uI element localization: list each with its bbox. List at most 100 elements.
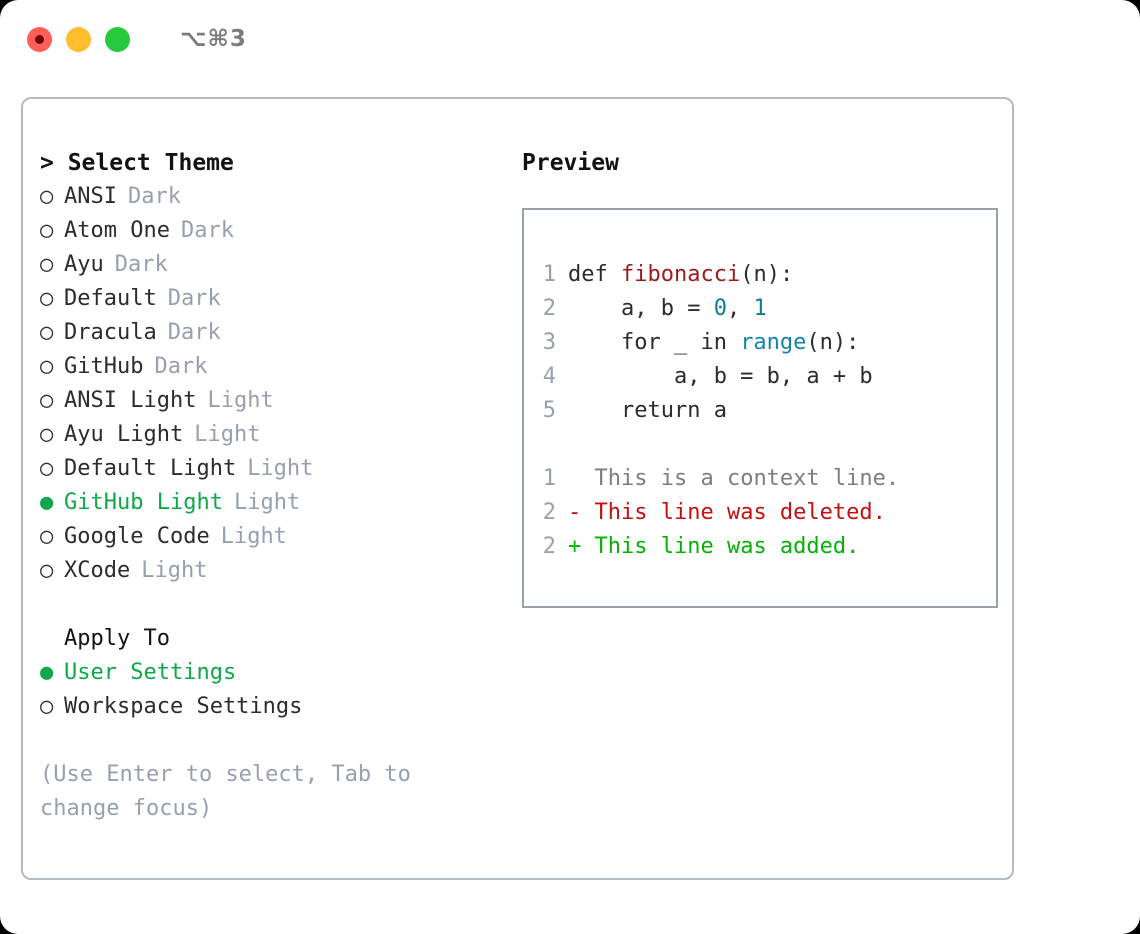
close-button[interactable] bbox=[27, 26, 52, 52]
theme-option-label: Dracula bbox=[64, 320, 157, 345]
theme-option-label: XCode bbox=[64, 558, 131, 583]
theme-option[interactable]: ● GitHub Light Light bbox=[40, 486, 502, 520]
radio-unselected-icon: ○ bbox=[40, 354, 54, 379]
diff-spacer bbox=[581, 500, 594, 525]
theme-option-label: ANSI bbox=[64, 184, 117, 209]
code-token: range bbox=[740, 330, 807, 355]
theme-option[interactable]: ○ Default Dark bbox=[40, 282, 502, 316]
diff-sample: 1 This is a context line.2- This line wa… bbox=[542, 462, 996, 564]
radio-unselected-icon: ○ bbox=[40, 558, 54, 583]
title-bar: ⌥⌘3 bbox=[0, 0, 1140, 78]
diff-text: This is a context line. bbox=[594, 466, 900, 491]
theme-variant-badge: Light bbox=[141, 558, 208, 583]
theme-option-label: ANSI Light bbox=[64, 388, 197, 413]
theme-option-label: Ayu Light bbox=[64, 422, 184, 447]
theme-option-label: Default Light bbox=[64, 456, 237, 481]
diff-spacer bbox=[581, 534, 594, 559]
theme-option-label: Ayu bbox=[64, 252, 104, 277]
diff-line: 2 + This line was added. bbox=[542, 530, 996, 564]
code-line: 3 for _ in range(n): bbox=[542, 326, 996, 360]
code-token: a, b = bbox=[568, 296, 714, 321]
radio-unselected-icon: ○ bbox=[40, 320, 54, 345]
line-number: 1 bbox=[542, 466, 556, 491]
theme-option[interactable]: ○ ANSI Light Light bbox=[40, 384, 502, 418]
code-line: 5 return a bbox=[542, 394, 996, 428]
line-number: 2 bbox=[542, 500, 556, 525]
diff-text: This line was deleted. bbox=[594, 500, 886, 525]
code-diff-spacer bbox=[542, 428, 996, 462]
code-token: def bbox=[568, 262, 621, 287]
code-token: for _ in bbox=[568, 330, 741, 355]
radio-unselected-icon: ○ bbox=[40, 524, 54, 549]
diff-line: 1 This is a context line. bbox=[542, 462, 996, 496]
theme-variant-badge: Light bbox=[233, 490, 301, 515]
line-number: 3 bbox=[542, 330, 556, 355]
theme-option[interactable]: ○ GitHub Dark bbox=[40, 350, 502, 384]
theme-option-label: GitHub bbox=[64, 354, 144, 379]
theme-variant-badge: Light bbox=[247, 456, 314, 481]
keyboard-shortcut-label: ⌥⌘3 bbox=[180, 26, 247, 52]
code-token: 1 bbox=[753, 296, 767, 321]
diff-spacer bbox=[581, 466, 594, 491]
line-number: 1 bbox=[542, 262, 556, 287]
theme-option[interactable]: ○ Default Light Light bbox=[40, 452, 502, 486]
radio-unselected-icon: ○ bbox=[40, 252, 54, 277]
line-number: 2 bbox=[542, 296, 556, 321]
theme-variant-badge: Light bbox=[194, 422, 261, 447]
preview-heading: Preview bbox=[522, 150, 619, 176]
maximize-button[interactable] bbox=[105, 26, 130, 52]
apply-to-list: ●User Settings○Workspace Settings bbox=[40, 656, 502, 724]
radio-unselected-icon: ○ bbox=[40, 456, 54, 481]
theme-variant-badge: Dark bbox=[154, 354, 208, 379]
code-token: , bbox=[726, 296, 754, 321]
radio-selected-icon: ● bbox=[40, 660, 54, 685]
diff-marker bbox=[568, 466, 581, 491]
code-token: 0 bbox=[713, 296, 727, 321]
apply-to-heading: Apply To bbox=[64, 626, 170, 651]
traffic-light-group bbox=[27, 26, 130, 52]
line-number: 5 bbox=[542, 398, 556, 423]
apply-to-option[interactable]: ○Workspace Settings bbox=[40, 690, 502, 724]
code-token: a, b = b, a + b bbox=[568, 364, 873, 389]
apply-to-option-label: Workspace Settings bbox=[64, 694, 303, 719]
apply-to-option[interactable]: ●User Settings bbox=[40, 656, 502, 690]
diff-marker: - bbox=[568, 500, 582, 525]
code-token: return a bbox=[568, 398, 727, 423]
theme-option-label: Google Code bbox=[64, 524, 210, 549]
diff-marker: + bbox=[568, 534, 582, 559]
theme-option[interactable]: ○ XCode Light bbox=[40, 554, 502, 588]
line-number: 2 bbox=[542, 534, 556, 559]
theme-option-label: GitHub Light bbox=[64, 490, 223, 515]
diff-text: This line was added. bbox=[594, 534, 860, 559]
select-theme-heading: > Select Theme bbox=[40, 150, 234, 176]
code-token: fibonacci bbox=[620, 262, 741, 287]
keyboard-hint-text: (Use Enter to select, Tab to change focu… bbox=[40, 762, 425, 821]
theme-variant-badge: Light bbox=[220, 524, 287, 549]
radio-unselected-icon: ○ bbox=[40, 286, 54, 311]
theme-option-label: Atom One bbox=[64, 218, 170, 243]
radio-selected-icon: ● bbox=[40, 490, 54, 515]
minimize-button[interactable] bbox=[66, 26, 91, 52]
code-line: 4 a, b = b, a + b bbox=[542, 360, 996, 394]
radio-unselected-icon: ○ bbox=[40, 218, 54, 243]
line-number: 4 bbox=[542, 364, 556, 389]
theme-variant-badge: Light bbox=[207, 388, 274, 413]
diff-line: 2- This line was deleted. bbox=[542, 496, 996, 530]
theme-option-label: Default bbox=[64, 286, 157, 311]
theme-variant-badge: Dark bbox=[127, 184, 181, 209]
theme-option[interactable]: ○ Google Code Light bbox=[40, 520, 502, 554]
theme-variant-badge: Dark bbox=[167, 286, 221, 311]
radio-unselected-icon: ○ bbox=[40, 388, 54, 413]
